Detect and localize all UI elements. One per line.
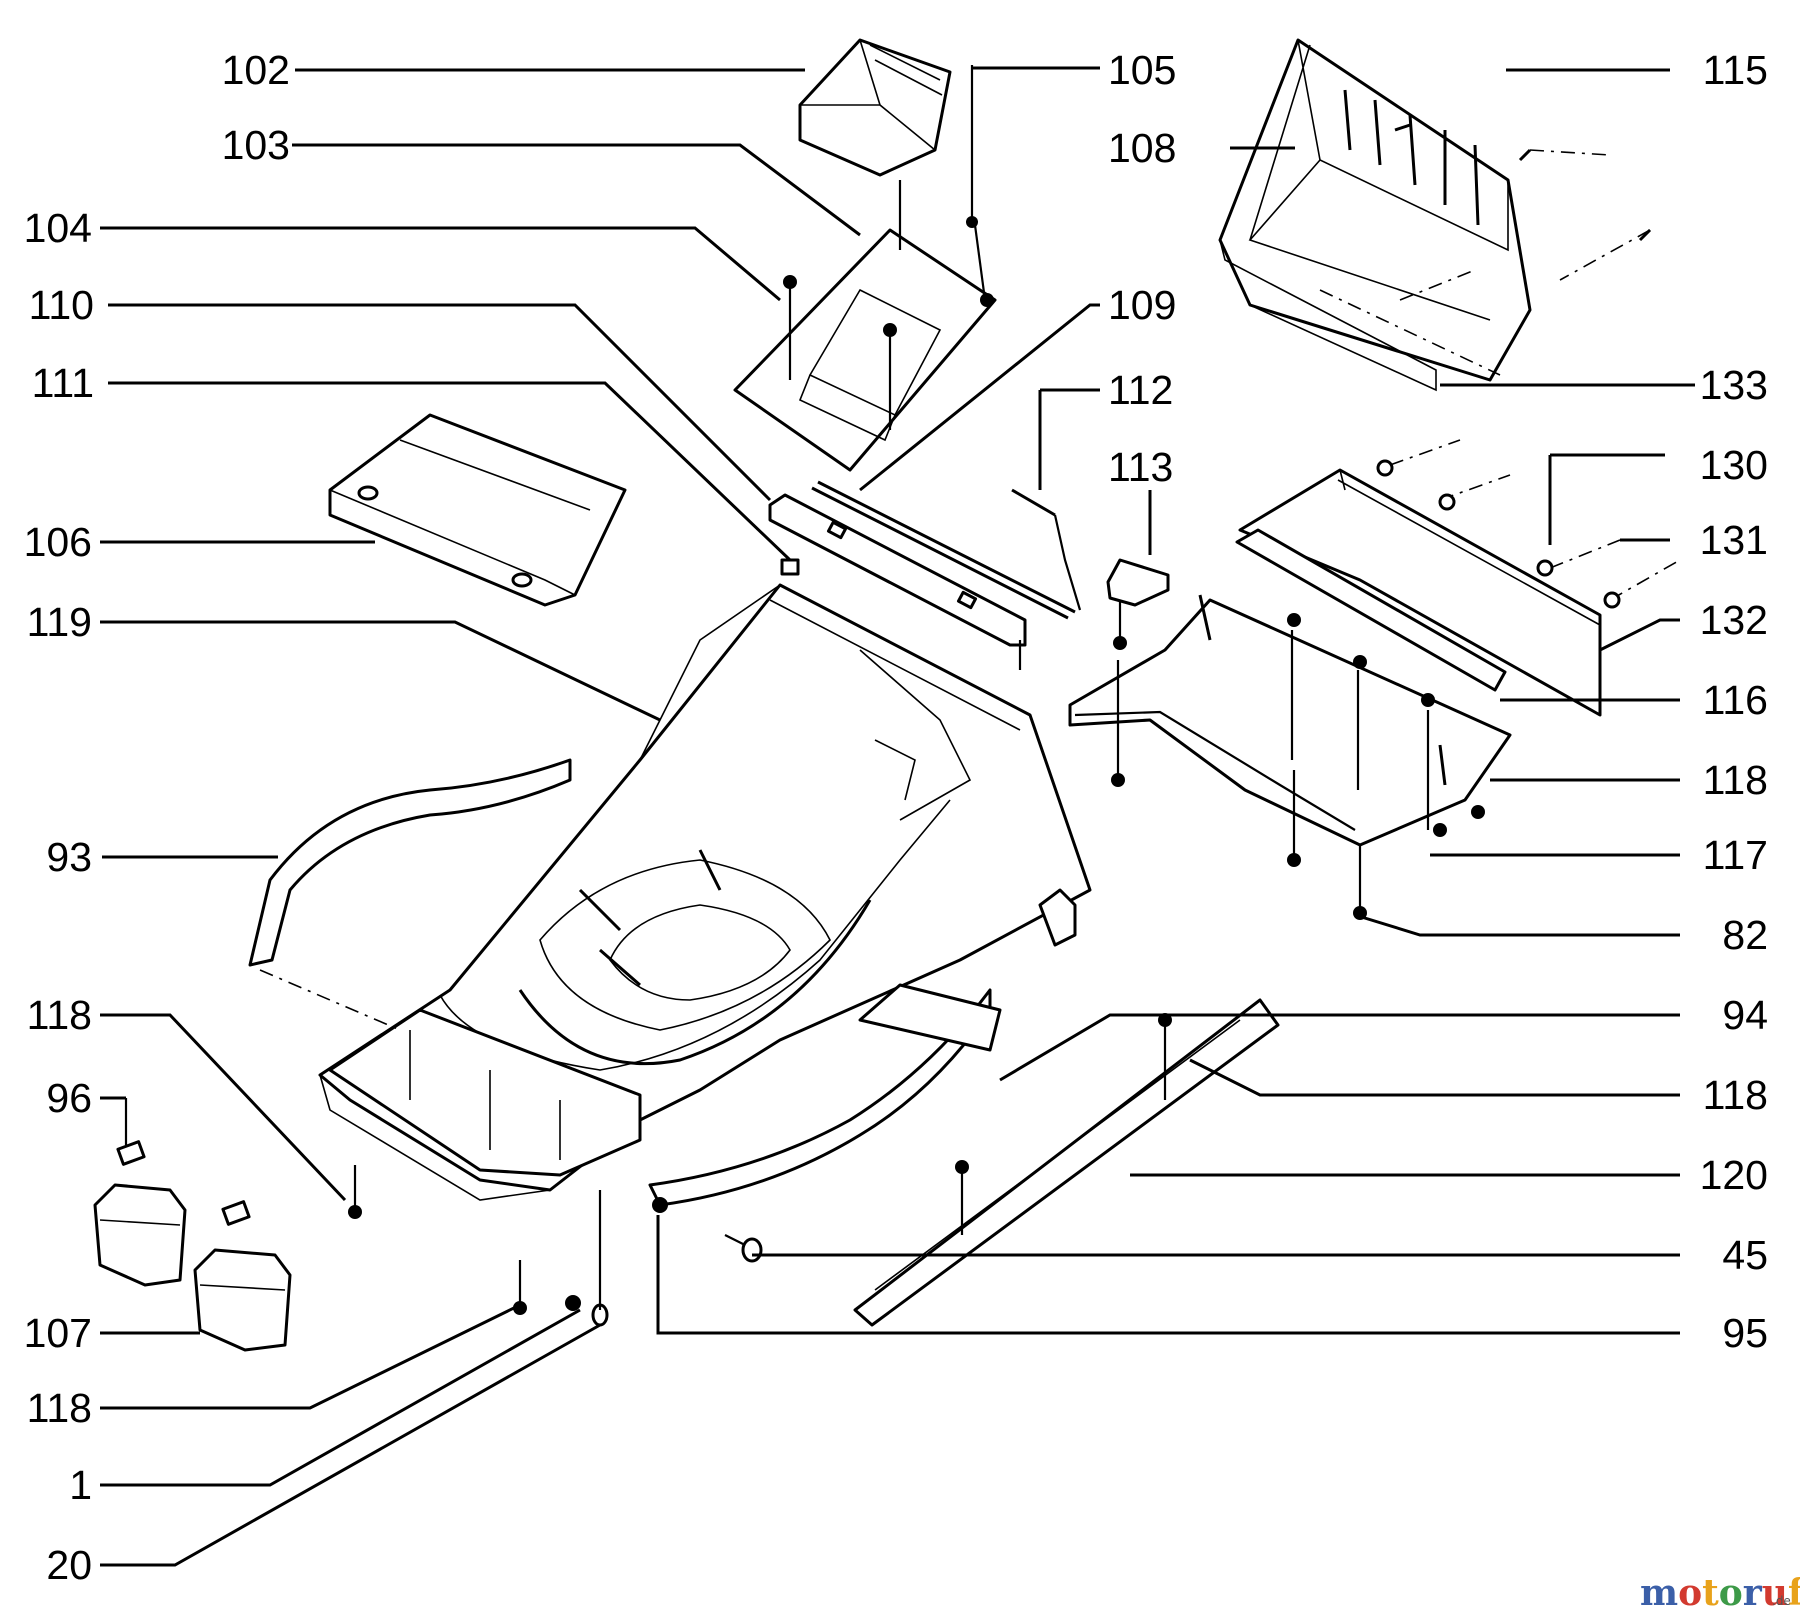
label-96: 96 bbox=[46, 1075, 92, 1121]
watermark-letter: o bbox=[1719, 1572, 1743, 1614]
label-115: 115 bbox=[1703, 47, 1768, 93]
label-119: 119 bbox=[27, 599, 92, 645]
label-118-right-bottom: 118 bbox=[1703, 1072, 1768, 1118]
label-118-right-top: 118 bbox=[1703, 757, 1768, 803]
label-93: 93 bbox=[46, 834, 92, 880]
label-105: 105 bbox=[1108, 47, 1176, 93]
part-fasteners bbox=[348, 1165, 609, 1327]
label-132: 132 bbox=[1700, 597, 1768, 643]
label-107: 107 bbox=[24, 1310, 92, 1356]
watermark-text: motoruf bbox=[1640, 1572, 1800, 1614]
part-wheels bbox=[93, 1098, 292, 1352]
label-110: 110 bbox=[29, 282, 94, 328]
part-spring-wire bbox=[1011, 488, 1082, 611]
watermark-letter: t bbox=[1702, 1572, 1719, 1614]
watermark-suffix: .de bbox=[1772, 1594, 1791, 1608]
label-120: 120 bbox=[1700, 1152, 1768, 1198]
part-bracket-bar bbox=[768, 493, 1027, 670]
label-109: 109 bbox=[1108, 282, 1176, 328]
part-hinge-clip bbox=[1106, 558, 1170, 650]
label-113: 113 bbox=[1108, 444, 1173, 490]
label-103: 103 bbox=[222, 122, 290, 168]
label-118-left-top: 118 bbox=[27, 992, 92, 1038]
label-131: 131 bbox=[1700, 517, 1768, 563]
label-82: 82 bbox=[1722, 912, 1768, 958]
label-95: 95 bbox=[1722, 1310, 1768, 1356]
watermark-logo: motoruf .de bbox=[1640, 1572, 1800, 1614]
part-side-skirt bbox=[248, 758, 572, 1031]
label-1: 1 bbox=[69, 1462, 92, 1508]
part-drawings bbox=[93, 38, 1681, 1352]
watermark-letter: f bbox=[1788, 1572, 1800, 1614]
part-switch-cover bbox=[798, 38, 952, 177]
label-133: 133 bbox=[1700, 362, 1768, 408]
screw-104 bbox=[783, 275, 797, 380]
part-mower-deck bbox=[318, 583, 1092, 1207]
leader-lines bbox=[100, 66, 1695, 1567]
watermark-letter: u bbox=[1762, 1572, 1788, 1614]
label-102: 102 bbox=[222, 47, 290, 93]
label-111: 111 bbox=[32, 360, 94, 406]
part-switch-housing bbox=[733, 180, 997, 472]
part-grass-bag-frame bbox=[1218, 38, 1652, 392]
part-labels: 102 103 104 110 111 106 119 93 118 96 10… bbox=[24, 47, 1768, 1588]
label-94: 94 bbox=[1722, 992, 1768, 1038]
part-seal-strip bbox=[811, 480, 1076, 620]
label-116: 116 bbox=[1703, 677, 1768, 723]
part-cutter-bar bbox=[652, 998, 1280, 1327]
part-top-plate bbox=[328, 413, 627, 607]
watermark-letter: r bbox=[1743, 1572, 1763, 1614]
label-20: 20 bbox=[46, 1542, 92, 1588]
label-45: 45 bbox=[1722, 1232, 1768, 1278]
label-108: 108 bbox=[1108, 125, 1176, 171]
label-106: 106 bbox=[24, 519, 92, 565]
watermark-letter: m bbox=[1640, 1572, 1678, 1614]
label-104: 104 bbox=[24, 205, 92, 251]
label-118-left-bottom: 118 bbox=[27, 1385, 92, 1431]
label-117: 117 bbox=[1703, 832, 1768, 878]
part-small-nut bbox=[780, 558, 800, 576]
label-112: 112 bbox=[1108, 367, 1173, 413]
watermark-letter: o bbox=[1678, 1572, 1702, 1614]
label-130: 130 bbox=[1700, 442, 1768, 488]
screw-105 bbox=[883, 65, 994, 430]
part-rear-flap bbox=[1068, 439, 1681, 920]
